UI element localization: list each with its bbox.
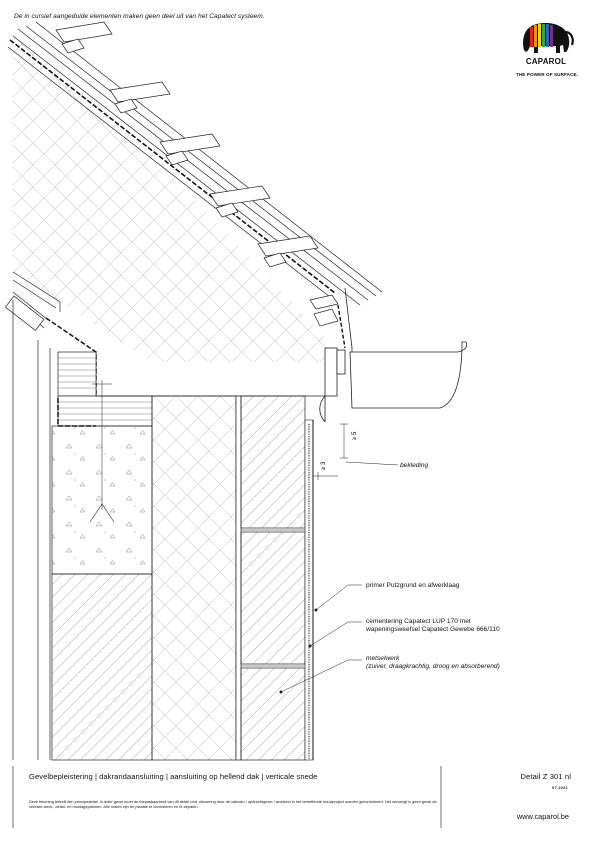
cavity-insulation bbox=[151, 395, 237, 761]
label-metselwerk-line1: metselwerk bbox=[366, 655, 400, 662]
dim-horizontal: ≥ 3 bbox=[321, 461, 327, 470]
label-metselwerk: metselwerk (zuiver, draagkrachtig, droog… bbox=[366, 655, 500, 671]
inner-masonry bbox=[51, 573, 153, 761]
footer-detail-number: Detail Z 301 nl bbox=[520, 772, 571, 781]
render-system bbox=[304, 419, 314, 761]
gutter bbox=[319, 287, 468, 423]
roof-insulation bbox=[13, 36, 330, 362]
outer-brick-wall bbox=[235, 395, 306, 761]
caparol-logo: CAPAROL THE POWER OF SURFACE. bbox=[516, 20, 578, 84]
footer-frame bbox=[12, 766, 442, 828]
stripe-red bbox=[530, 27, 533, 47]
roof-tiles bbox=[55, 21, 339, 327]
label-cementering-line2: wapeningsweefsel Capatect Gewebe 666/110 bbox=[366, 626, 500, 633]
top-note: De in cursief aangeduide elementen maken… bbox=[14, 13, 265, 20]
timber-beam bbox=[57, 351, 153, 427]
label-metselwerk-line2: (zuiver, draagkrachtig, droog en absorbe… bbox=[366, 663, 500, 670]
dim-vertical: ≥ 5 bbox=[352, 431, 358, 440]
elephant-logo-icon bbox=[523, 23, 574, 53]
stripe-yellow bbox=[538, 24, 541, 47]
stripe-orange bbox=[534, 25, 537, 47]
footer-date: 07 2021 bbox=[552, 786, 568, 790]
stripe-blue bbox=[546, 24, 549, 47]
label-cementering-line1: cementering Capatect LUP 170 met bbox=[366, 618, 471, 625]
label-bekleding: bekleding bbox=[400, 462, 429, 469]
footer-url[interactable]: www.caparol.be bbox=[516, 812, 569, 821]
footer-disclaimer: Deze tekening betreft een principedetail… bbox=[29, 799, 437, 810]
stripe-green bbox=[542, 24, 545, 47]
label-cementering: cementering Capatect LUP 170 met wapenin… bbox=[366, 618, 500, 634]
label-primer: primer Putzgrund en afwerklaag bbox=[366, 582, 460, 589]
concrete-beam bbox=[51, 380, 153, 575]
stripe-purple bbox=[550, 25, 553, 47]
footer-title: Gevelbepleistering | dakrandaansluiting … bbox=[29, 772, 318, 781]
leader-lines bbox=[279, 584, 362, 694]
logo-tagline: THE POWER OF SURFACE. bbox=[515, 72, 579, 77]
logo-brand: CAPAROL bbox=[525, 57, 567, 66]
